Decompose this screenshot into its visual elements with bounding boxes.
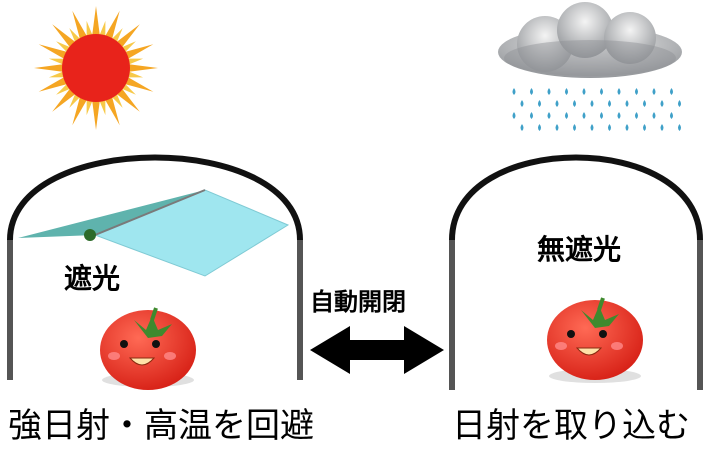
- raindrop: [582, 112, 586, 119]
- right-greenhouse-frame: [449, 154, 703, 390]
- sun-ray: [91, 97, 101, 130]
- raindrop: [608, 124, 611, 131]
- raindrop: [643, 100, 646, 107]
- raindrop: [590, 100, 594, 107]
- shade-label: 遮光: [64, 262, 121, 295]
- raindrop: [635, 112, 638, 119]
- raindrop: [520, 100, 524, 107]
- raindrop: [573, 124, 576, 131]
- raindrop: [530, 88, 533, 95]
- raindrop: [565, 112, 568, 119]
- raindrop: [652, 112, 656, 119]
- sun-ray: [114, 24, 140, 50]
- raindrop: [512, 112, 516, 119]
- raindrop: [520, 124, 524, 131]
- double-arrow-icon: [310, 326, 444, 374]
- raindrop: [600, 112, 603, 119]
- raindrop: [678, 100, 681, 107]
- sun-ray: [121, 44, 154, 61]
- raindrop: [547, 112, 551, 119]
- raindrop: [555, 100, 559, 107]
- right-caption: 日射を取り込む: [452, 406, 690, 446]
- sun-core: [62, 34, 130, 102]
- left-greenhouse-frame: [7, 154, 303, 380]
- raindrop: [538, 124, 541, 131]
- raindrop: [600, 88, 603, 95]
- raindrop: [660, 100, 664, 107]
- shade-net: [18, 189, 290, 277]
- raindrop: [670, 112, 673, 119]
- raindrop: [608, 100, 611, 107]
- raindrop: [625, 100, 629, 107]
- sun-ray: [72, 93, 89, 126]
- raindrop: [652, 88, 656, 95]
- raindrop: [582, 88, 586, 95]
- tomato-icon: [547, 297, 643, 383]
- sun-ray: [114, 86, 140, 112]
- sun-ray: [38, 75, 71, 92]
- raindrop: [670, 88, 673, 95]
- raindrop: [635, 88, 638, 95]
- raindrop: [530, 112, 533, 119]
- raindrop: [538, 100, 541, 107]
- raindrops: [512, 88, 681, 131]
- sun-ray: [103, 93, 120, 126]
- sun-icon: [34, 6, 158, 130]
- left-caption: 強日射・高温を回避: [8, 406, 314, 446]
- sun-ray: [34, 63, 67, 73]
- auto-open-close-label: 自動開閉: [310, 288, 406, 316]
- tomato-icon: [100, 307, 196, 390]
- sun-ray: [52, 24, 78, 50]
- sun-ray: [125, 63, 158, 73]
- raindrop: [512, 88, 516, 95]
- raindrop: [565, 88, 568, 95]
- raindrop: [547, 88, 551, 95]
- sun-ray: [52, 86, 78, 112]
- left-greenhouse: [7, 154, 303, 390]
- right-greenhouse: [449, 154, 703, 390]
- raindrop: [617, 112, 621, 119]
- raindrop: [555, 124, 559, 131]
- sun-ray: [91, 6, 101, 39]
- sun-ray: [72, 10, 89, 43]
- raindrop: [590, 124, 594, 131]
- rain-cloud-icon: [498, 2, 682, 131]
- raindrop: [625, 124, 629, 131]
- raindrop: [617, 88, 621, 95]
- sun-ray: [38, 44, 71, 61]
- sun-ray: [121, 75, 154, 92]
- raindrop: [573, 100, 576, 107]
- raindrop: [678, 124, 681, 131]
- cloud-shape: [498, 2, 682, 78]
- no-shade-label: 無遮光: [537, 233, 622, 266]
- sun-ray: [103, 10, 120, 43]
- raindrop: [643, 124, 646, 131]
- raindrop: [660, 124, 664, 131]
